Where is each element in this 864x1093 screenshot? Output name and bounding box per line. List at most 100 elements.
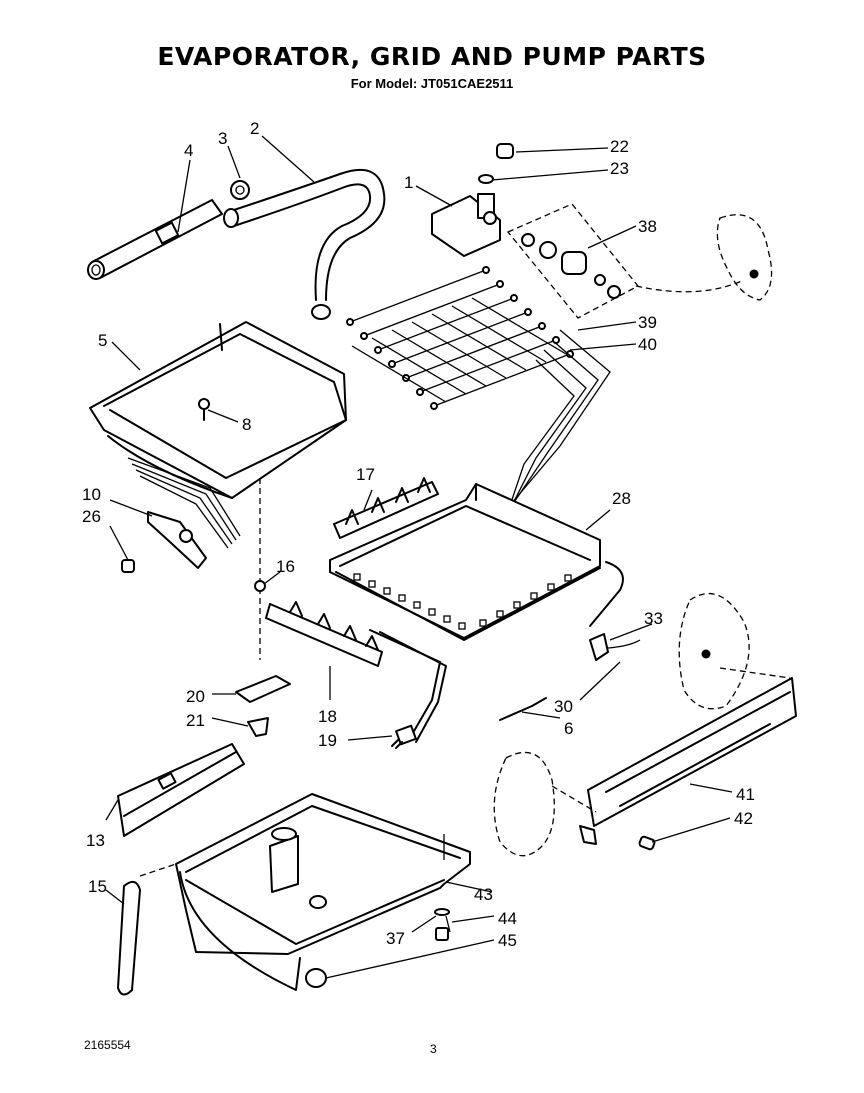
grid-wire bbox=[433, 353, 571, 407]
part-16-pin bbox=[254, 478, 266, 660]
callout-10: 10 bbox=[82, 485, 101, 504]
part-5-evaporator bbox=[89, 321, 347, 549]
part-18-spacer bbox=[265, 601, 383, 667]
page-number: 3 bbox=[430, 1042, 437, 1056]
grid-wire-end bbox=[482, 266, 490, 274]
grid-wire bbox=[371, 337, 467, 395]
callout-33: 33 bbox=[644, 609, 663, 628]
callout-23: 23 bbox=[610, 159, 629, 178]
callout-37: 37 bbox=[386, 929, 405, 948]
frame-hole bbox=[368, 580, 376, 588]
part-8-screw bbox=[198, 398, 210, 421]
callout-18: 18 bbox=[318, 707, 337, 726]
part-45-foot bbox=[305, 968, 327, 988]
reservoir-bin bbox=[175, 793, 471, 991]
callout-43: 43 bbox=[474, 885, 493, 904]
callout-38: 38 bbox=[638, 217, 657, 236]
callout-labels: 4 3 2 1 22 23 38 39 40 5 8 10 26 17 28 1… bbox=[82, 119, 755, 950]
callout-42: 42 bbox=[734, 809, 753, 828]
frame-hole bbox=[458, 622, 466, 630]
wiring-dashed-outline bbox=[493, 751, 597, 857]
grid-wire-end bbox=[538, 322, 546, 330]
grid-wire bbox=[391, 311, 529, 365]
leader-lines bbox=[105, 135, 733, 979]
callout-20: 20 bbox=[186, 687, 205, 706]
grid-wire bbox=[391, 329, 487, 387]
callout-44: 44 bbox=[498, 909, 517, 928]
frame-hole bbox=[513, 601, 521, 609]
part-13-bracket bbox=[117, 743, 245, 837]
callout-45: 45 bbox=[498, 931, 517, 950]
part-19-plug bbox=[391, 724, 417, 749]
frame-hole bbox=[564, 574, 572, 582]
grid-wire-end bbox=[388, 360, 396, 368]
callout-21: 21 bbox=[186, 711, 205, 730]
part-37-washer bbox=[434, 908, 450, 916]
frame-hole bbox=[496, 610, 504, 618]
part-4-tube bbox=[87, 199, 223, 280]
callout-30: 30 bbox=[554, 697, 573, 716]
grid-wire-end bbox=[360, 332, 368, 340]
grid-wire-end bbox=[346, 318, 354, 326]
model-subtitle: For Model: JT051CAE2511 bbox=[350, 76, 514, 91]
tube-leader-dash bbox=[139, 863, 177, 877]
grid-wire bbox=[377, 297, 515, 351]
part-1-valve bbox=[431, 193, 501, 257]
grid-wire-end bbox=[496, 280, 504, 288]
callout-8: 8 bbox=[242, 415, 251, 434]
grid-wire bbox=[349, 269, 487, 323]
callout-26: 26 bbox=[82, 507, 101, 526]
grid-wire-end bbox=[510, 294, 518, 302]
grid-wire-end bbox=[524, 308, 532, 316]
callout-39: 39 bbox=[638, 313, 657, 332]
grid-wire-end bbox=[374, 346, 382, 354]
part-44-screw bbox=[435, 927, 449, 941]
callout-1: 1 bbox=[404, 173, 413, 192]
frame-hole bbox=[479, 619, 487, 627]
frame-hole bbox=[413, 601, 421, 609]
frame-hole bbox=[398, 594, 406, 602]
document-number: 2165554 bbox=[84, 1038, 131, 1052]
callout-17: 17 bbox=[356, 465, 375, 484]
frame-hole bbox=[547, 583, 555, 591]
callout-4: 4 bbox=[184, 141, 193, 160]
frame-hole bbox=[353, 573, 361, 581]
callout-3: 3 bbox=[218, 129, 227, 148]
part-15-tube bbox=[117, 880, 141, 996]
part-41-panel bbox=[579, 592, 797, 845]
part-6-wire bbox=[499, 697, 547, 721]
callout-16: 16 bbox=[276, 557, 295, 576]
part-3-nut bbox=[230, 180, 250, 200]
callout-13: 13 bbox=[86, 831, 105, 850]
frame-hole bbox=[428, 608, 436, 616]
callout-15: 15 bbox=[88, 877, 107, 896]
frame-hole bbox=[530, 592, 538, 600]
part-42-screw bbox=[638, 835, 656, 851]
part-22-cap bbox=[496, 143, 514, 159]
part-28-grid-frame bbox=[329, 483, 624, 743]
grid-wire bbox=[363, 283, 501, 337]
frame-hole bbox=[443, 615, 451, 623]
part-33-clip bbox=[589, 633, 641, 661]
callout-28: 28 bbox=[612, 489, 631, 508]
callout-5: 5 bbox=[98, 331, 107, 350]
callout-22: 22 bbox=[610, 137, 629, 156]
part-2-hose bbox=[223, 169, 386, 320]
callout-2: 2 bbox=[250, 119, 259, 138]
grid-wire-end bbox=[416, 388, 424, 396]
grid-wire-end bbox=[566, 350, 574, 358]
grid-wire bbox=[471, 297, 567, 355]
grid-wire-end bbox=[430, 402, 438, 410]
frame-hole bbox=[383, 587, 391, 595]
grid-wire bbox=[405, 325, 543, 379]
grid-wire bbox=[351, 345, 447, 403]
part-23-washer bbox=[478, 174, 494, 184]
grid-wire bbox=[419, 339, 557, 393]
part-26-screw bbox=[121, 559, 135, 573]
part-10-clip bbox=[147, 511, 207, 569]
callout-40: 40 bbox=[638, 335, 657, 354]
part-21-nut bbox=[247, 717, 269, 737]
part-20-bracket bbox=[235, 675, 291, 703]
